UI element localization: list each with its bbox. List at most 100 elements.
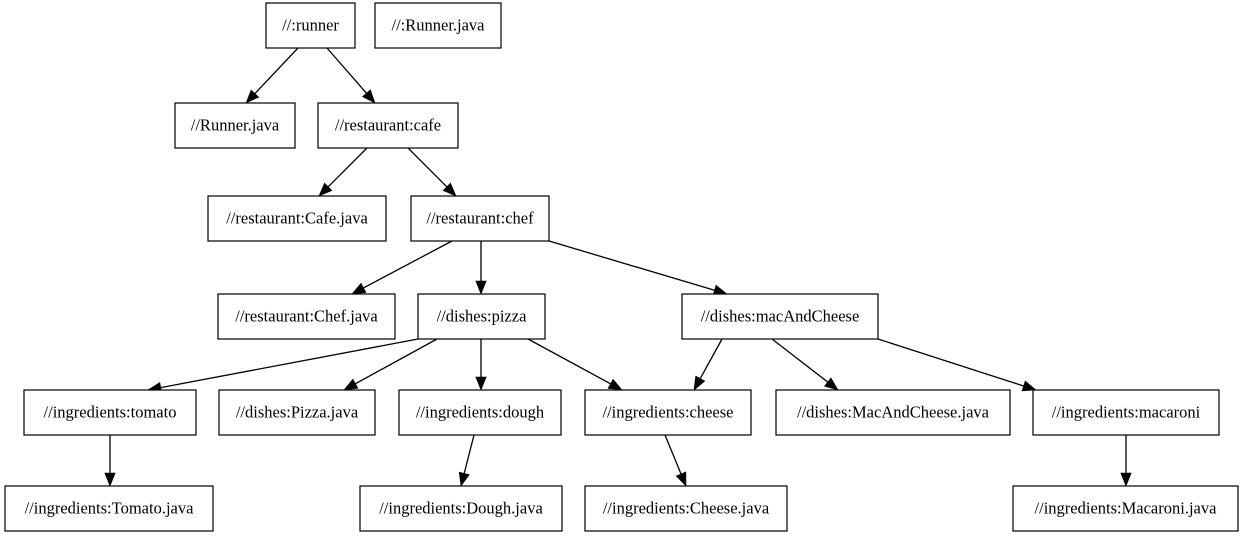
graph-edge — [343, 338, 438, 391]
edge-line — [160, 338, 419, 389]
edge-arrowhead — [343, 378, 359, 391]
edge-arrowhead — [362, 89, 376, 104]
node-label: //:runner — [282, 15, 339, 34]
edge-line — [254, 47, 299, 95]
graph-edge — [147, 338, 419, 394]
node-box[interactable] — [1012, 485, 1239, 532]
graph-edge — [104, 435, 116, 487]
graph-node-dishes-mac-java[interactable]: //dishes:MacAndCheese.java — [775, 389, 1011, 436]
graph-edge — [475, 241, 487, 295]
edge-arrowhead — [245, 89, 260, 104]
node-box[interactable] — [23, 389, 197, 436]
graph-edge — [693, 338, 723, 391]
node-box[interactable] — [217, 293, 396, 340]
edge-line — [664, 434, 682, 475]
graph-node-ingredients-macaroni[interactable]: //ingredients:macaroni — [1032, 389, 1220, 436]
node-box[interactable] — [584, 389, 752, 436]
node-label: //dishes:pizza — [437, 306, 527, 325]
node-label: //dishes:macAndCheese — [701, 306, 860, 325]
edge-arrowhead — [351, 282, 367, 295]
edge-arrowhead — [318, 182, 333, 197]
edge-line — [363, 240, 453, 289]
graph-edge — [407, 147, 457, 197]
graph-edge — [527, 338, 623, 391]
edge-arrowhead — [458, 471, 470, 487]
node-label: //Runner.java — [191, 115, 280, 134]
graph-edge — [877, 338, 1037, 392]
graph-node-runner-java-root[interactable]: //:Runner.java — [374, 2, 502, 49]
node-box[interactable] — [775, 389, 1011, 436]
node-box[interactable] — [265, 2, 356, 49]
node-label: //ingredients:tomato — [44, 402, 177, 421]
graph-node-ingredients-tomato[interactable]: //ingredients:tomato — [23, 389, 197, 436]
node-box[interactable] — [681, 293, 879, 340]
graph-edge — [548, 240, 728, 296]
node-label: //ingredients:dough — [416, 402, 545, 421]
node-label: //:Runner.java — [391, 15, 485, 34]
graph-edge — [771, 338, 839, 391]
node-label: //ingredients:cheese — [602, 402, 733, 421]
graph-node-dishes-pizza[interactable]: //dishes:pizza — [417, 293, 546, 340]
edge-arrowhead — [1021, 380, 1037, 392]
edge-arrowhead — [607, 378, 623, 391]
edge-arrowhead — [475, 280, 487, 295]
graph-node-ingredients-cheese-java[interactable]: //ingredients:Cheese.java — [584, 485, 788, 532]
graph-edge — [458, 434, 475, 487]
node-box[interactable] — [398, 389, 562, 436]
edge-line — [699, 338, 723, 379]
node-box[interactable] — [374, 2, 502, 49]
graph-edge — [1120, 435, 1132, 487]
edge-arrowhead — [693, 375, 706, 391]
graph-edge — [318, 147, 368, 197]
graph-node-runner-target[interactable]: //:runner — [265, 2, 356, 49]
edge-line — [327, 147, 368, 188]
node-layer: //:runner //:Runner.java //Runner.java //re… — [4, 2, 1239, 532]
edge-arrowhead — [475, 376, 487, 391]
node-label: //dishes:Pizza.java — [236, 402, 359, 421]
node-label: //restaurant:chef — [426, 208, 534, 227]
node-box[interactable] — [174, 102, 296, 149]
node-box[interactable] — [410, 195, 550, 242]
edge-arrowhead — [1120, 472, 1132, 487]
edge-line — [877, 338, 1024, 387]
graph-node-ingredients-cheese[interactable]: //ingredients:cheese — [584, 389, 752, 436]
node-label: //ingredients:macaroni — [1052, 402, 1201, 421]
node-box[interactable] — [218, 389, 376, 436]
node-label: //restaurant:cafe — [335, 115, 441, 134]
graph-node-ingredients-tomato-java[interactable]: //ingredients:Tomato.java — [4, 485, 214, 532]
edge-arrowhead — [104, 472, 116, 487]
edge-arrowhead — [824, 377, 839, 391]
edge-line — [548, 240, 715, 291]
graph-edge — [351, 240, 453, 295]
node-box[interactable] — [417, 293, 546, 340]
edge-line — [355, 338, 438, 385]
graph-node-restaurant-cafe[interactable]: //restaurant:cafe — [317, 102, 459, 149]
node-label: //restaurant:Chef.java — [235, 306, 378, 325]
graph-node-ingredients-macaroni-java[interactable]: //ingredients:Macaroni.java — [1012, 485, 1239, 532]
node-box[interactable] — [1032, 389, 1220, 436]
graph-node-restaurant-chef-java[interactable]: //restaurant:Chef.java — [217, 293, 396, 340]
graph-edge — [245, 47, 299, 104]
edge-layer — [104, 47, 1132, 487]
node-label: //ingredients:Tomato.java — [25, 498, 195, 517]
edge-line — [771, 338, 829, 383]
graph-edge — [664, 434, 687, 487]
node-label: //ingredients:Dough.java — [379, 498, 543, 517]
graph-node-restaurant-cafe-java[interactable]: //restaurant:Cafe.java — [207, 195, 387, 242]
graph-node-ingredients-dough[interactable]: //ingredients:dough — [398, 389, 562, 436]
node-box[interactable] — [359, 485, 563, 532]
node-box[interactable] — [207, 195, 387, 242]
edge-line — [326, 47, 367, 94]
edge-line — [407, 147, 448, 188]
graph-node-dishes-pizza-java[interactable]: //dishes:Pizza.java — [218, 389, 376, 436]
node-box[interactable] — [317, 102, 459, 149]
graph-node-dishes-mac-and-cheese[interactable]: //dishes:macAndCheese — [681, 293, 879, 340]
graph-node-runner-java[interactable]: //Runner.java — [174, 102, 296, 149]
graph-node-restaurant-chef[interactable]: //restaurant:chef — [410, 195, 550, 242]
node-box[interactable] — [584, 485, 788, 532]
node-label: //restaurant:Cafe.java — [226, 208, 368, 227]
graph-node-ingredients-dough-java[interactable]: //ingredients:Dough.java — [359, 485, 563, 532]
node-box[interactable] — [4, 485, 214, 532]
edge-arrowhead — [442, 182, 457, 197]
